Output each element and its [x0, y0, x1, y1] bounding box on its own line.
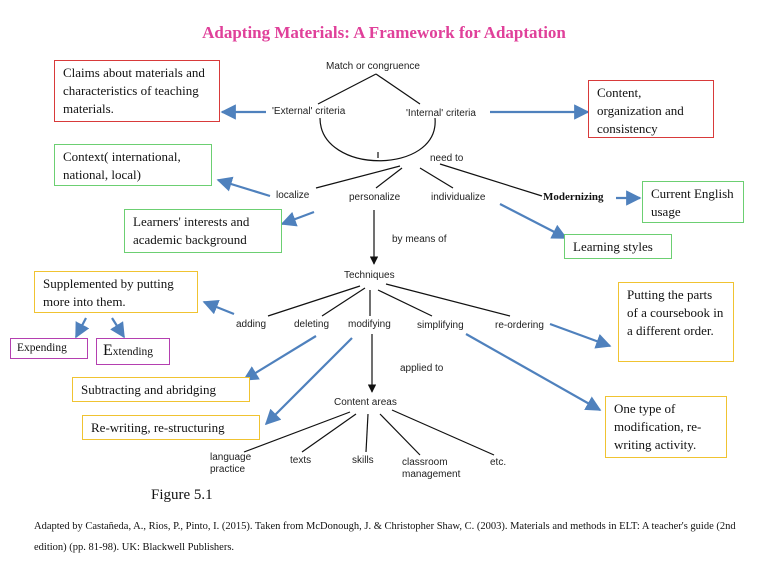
node-practice: practice	[210, 464, 246, 475]
content-to-classroom	[379, 413, 421, 456]
node-deleting: deleting	[294, 319, 330, 330]
node-internal: 'Internal' criteria	[406, 108, 476, 119]
node-classroom: classroom	[402, 457, 448, 468]
learners-box: Learners' interests and academic backgro…	[124, 209, 282, 253]
node-etc: etc.	[490, 457, 507, 468]
credit-text: Adapted by Castañeda, A., Rios, P., Pint…	[34, 521, 736, 553]
node-localize: localize	[276, 190, 310, 201]
content-to-language	[243, 411, 351, 453]
one-type-box: One type of modification, re-writing act…	[605, 396, 727, 458]
node-adding: adding	[236, 319, 267, 330]
supplemented-box: Supplemented by putting more into them.	[34, 271, 198, 313]
context-box: Context( international, national, local)	[54, 144, 212, 186]
node-language: language	[210, 452, 252, 463]
node-content-areas: Content areas	[334, 397, 397, 408]
arrow-to-rewriting	[264, 337, 353, 426]
page-title: Adapting Materials: A Framework for Adap…	[202, 23, 566, 42]
arrow-to-putting-parts	[549, 322, 612, 349]
techniques-to-adding	[267, 285, 361, 317]
putting-parts-box: Putting the parts of a coursebook in a d…	[618, 282, 734, 362]
content-to-skills	[365, 413, 369, 453]
node-personalize: personalize	[349, 192, 401, 203]
figure-label: Figure 5.1	[151, 487, 213, 503]
node-modifying: modifying	[348, 319, 391, 330]
node-management: management	[402, 469, 461, 480]
needto-to-localize	[315, 165, 401, 189]
node-simplifying: simplifying	[417, 320, 464, 331]
content-organization-box: Content, organization and consistency	[588, 80, 714, 138]
expending-box: Expending	[10, 338, 88, 359]
claims-box: Claims about materials and characteristi…	[54, 60, 220, 122]
node-skills: skills	[352, 455, 374, 466]
needto-to-individualize	[419, 167, 454, 189]
arrow-to-extending	[110, 317, 125, 339]
needto-to-personalize	[375, 167, 403, 189]
content-to-texts	[301, 413, 357, 453]
needto-to-modernizing	[439, 163, 543, 197]
node-texts: texts	[290, 455, 312, 466]
arrow-to-context	[216, 176, 271, 198]
techniques-to-deleting	[321, 287, 366, 317]
extending-box: Extending	[96, 338, 170, 365]
arrow-to-subtracting	[242, 335, 317, 381]
node-external: 'External' criteria	[272, 106, 346, 117]
arrow-to-one-type	[465, 333, 602, 411]
node-techniques: Techniques	[344, 270, 395, 281]
node-need-to: need to	[430, 153, 464, 164]
techniques-to-reordering	[385, 283, 511, 317]
arrow-to-supplemented	[202, 299, 235, 316]
rewriting-box: Re-writing, re-structuring	[82, 415, 260, 440]
techniques-to-simplifying	[377, 289, 433, 317]
learning-styles-box: Learning styles	[564, 234, 672, 259]
node-by-means-of: by means of	[392, 234, 447, 245]
node-reordering: re-ordering	[495, 320, 544, 331]
match-split-line	[317, 73, 421, 105]
arrow-to-learners	[280, 210, 315, 227]
content-to-etc	[391, 409, 495, 456]
criteria-arc	[319, 117, 436, 162]
arrow-to-expending	[75, 317, 90, 339]
node-individualize: individualize	[431, 192, 486, 203]
node-modernizing: Modernizing	[543, 191, 604, 203]
node-applied-to: applied to	[400, 363, 444, 374]
subtracting-box: Subtracting and abridging	[72, 377, 250, 402]
node-match: Match or congruence	[326, 61, 420, 72]
arrow-to-learning-styles	[499, 203, 568, 239]
current-usage-box: Current English usage	[642, 181, 744, 223]
